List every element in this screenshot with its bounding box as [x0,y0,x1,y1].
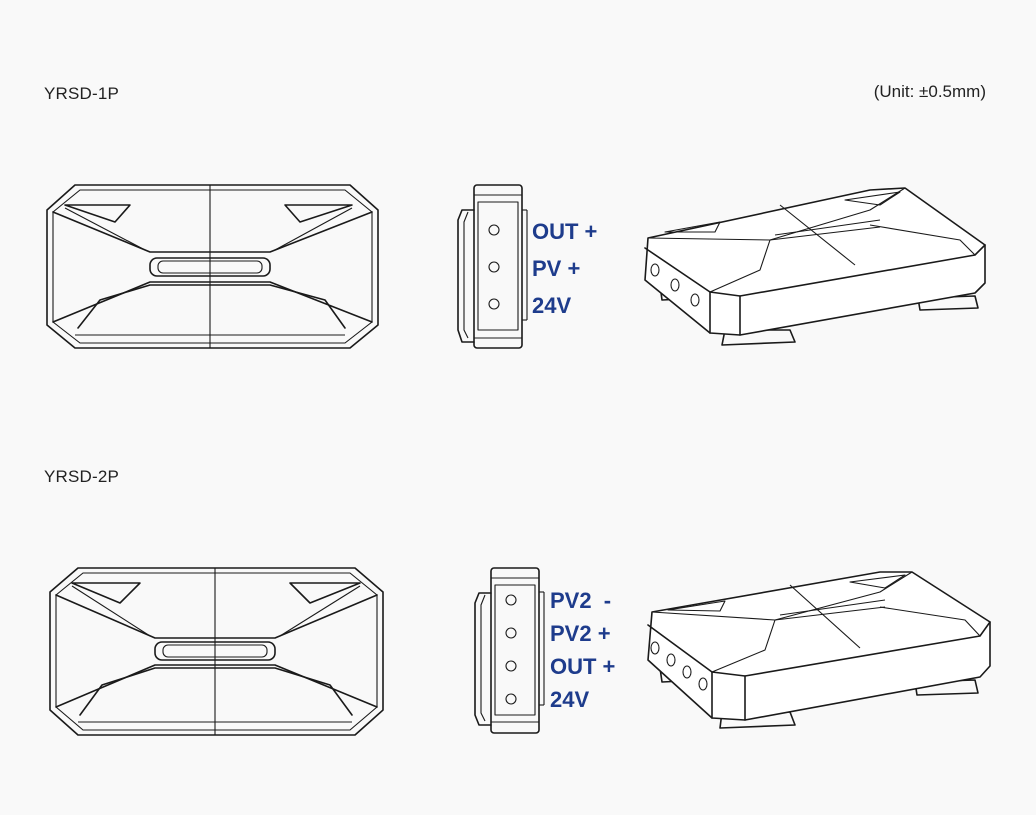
pin-label: 24V [532,293,571,318]
pin-label: 24V [550,687,589,712]
model-label-2p: YRSD-2P [44,467,120,486]
iso-view-1p [644,187,986,346]
pin-label: PV2 + [550,621,611,646]
top-view-1p [46,184,379,349]
pin-label: PV2 - [550,588,611,613]
port-circle [488,298,500,310]
port-circle [488,261,500,273]
pin-label: PV + [532,256,580,281]
port-circle [488,224,500,236]
port-circle [505,627,517,639]
unit-note: (Unit: ±0.5mm) [873,82,986,101]
port-circle [505,660,517,672]
model-label-1p: YRSD-1P [44,84,120,103]
side-view-2p [474,567,545,734]
side-view-1p [457,184,528,349]
iso-view-2p [647,571,991,729]
port-circle [505,594,517,606]
top-view-2p [49,567,384,736]
port-circle [505,693,517,705]
pin-label: OUT + [532,219,597,244]
pin-label: OUT + [550,654,615,679]
